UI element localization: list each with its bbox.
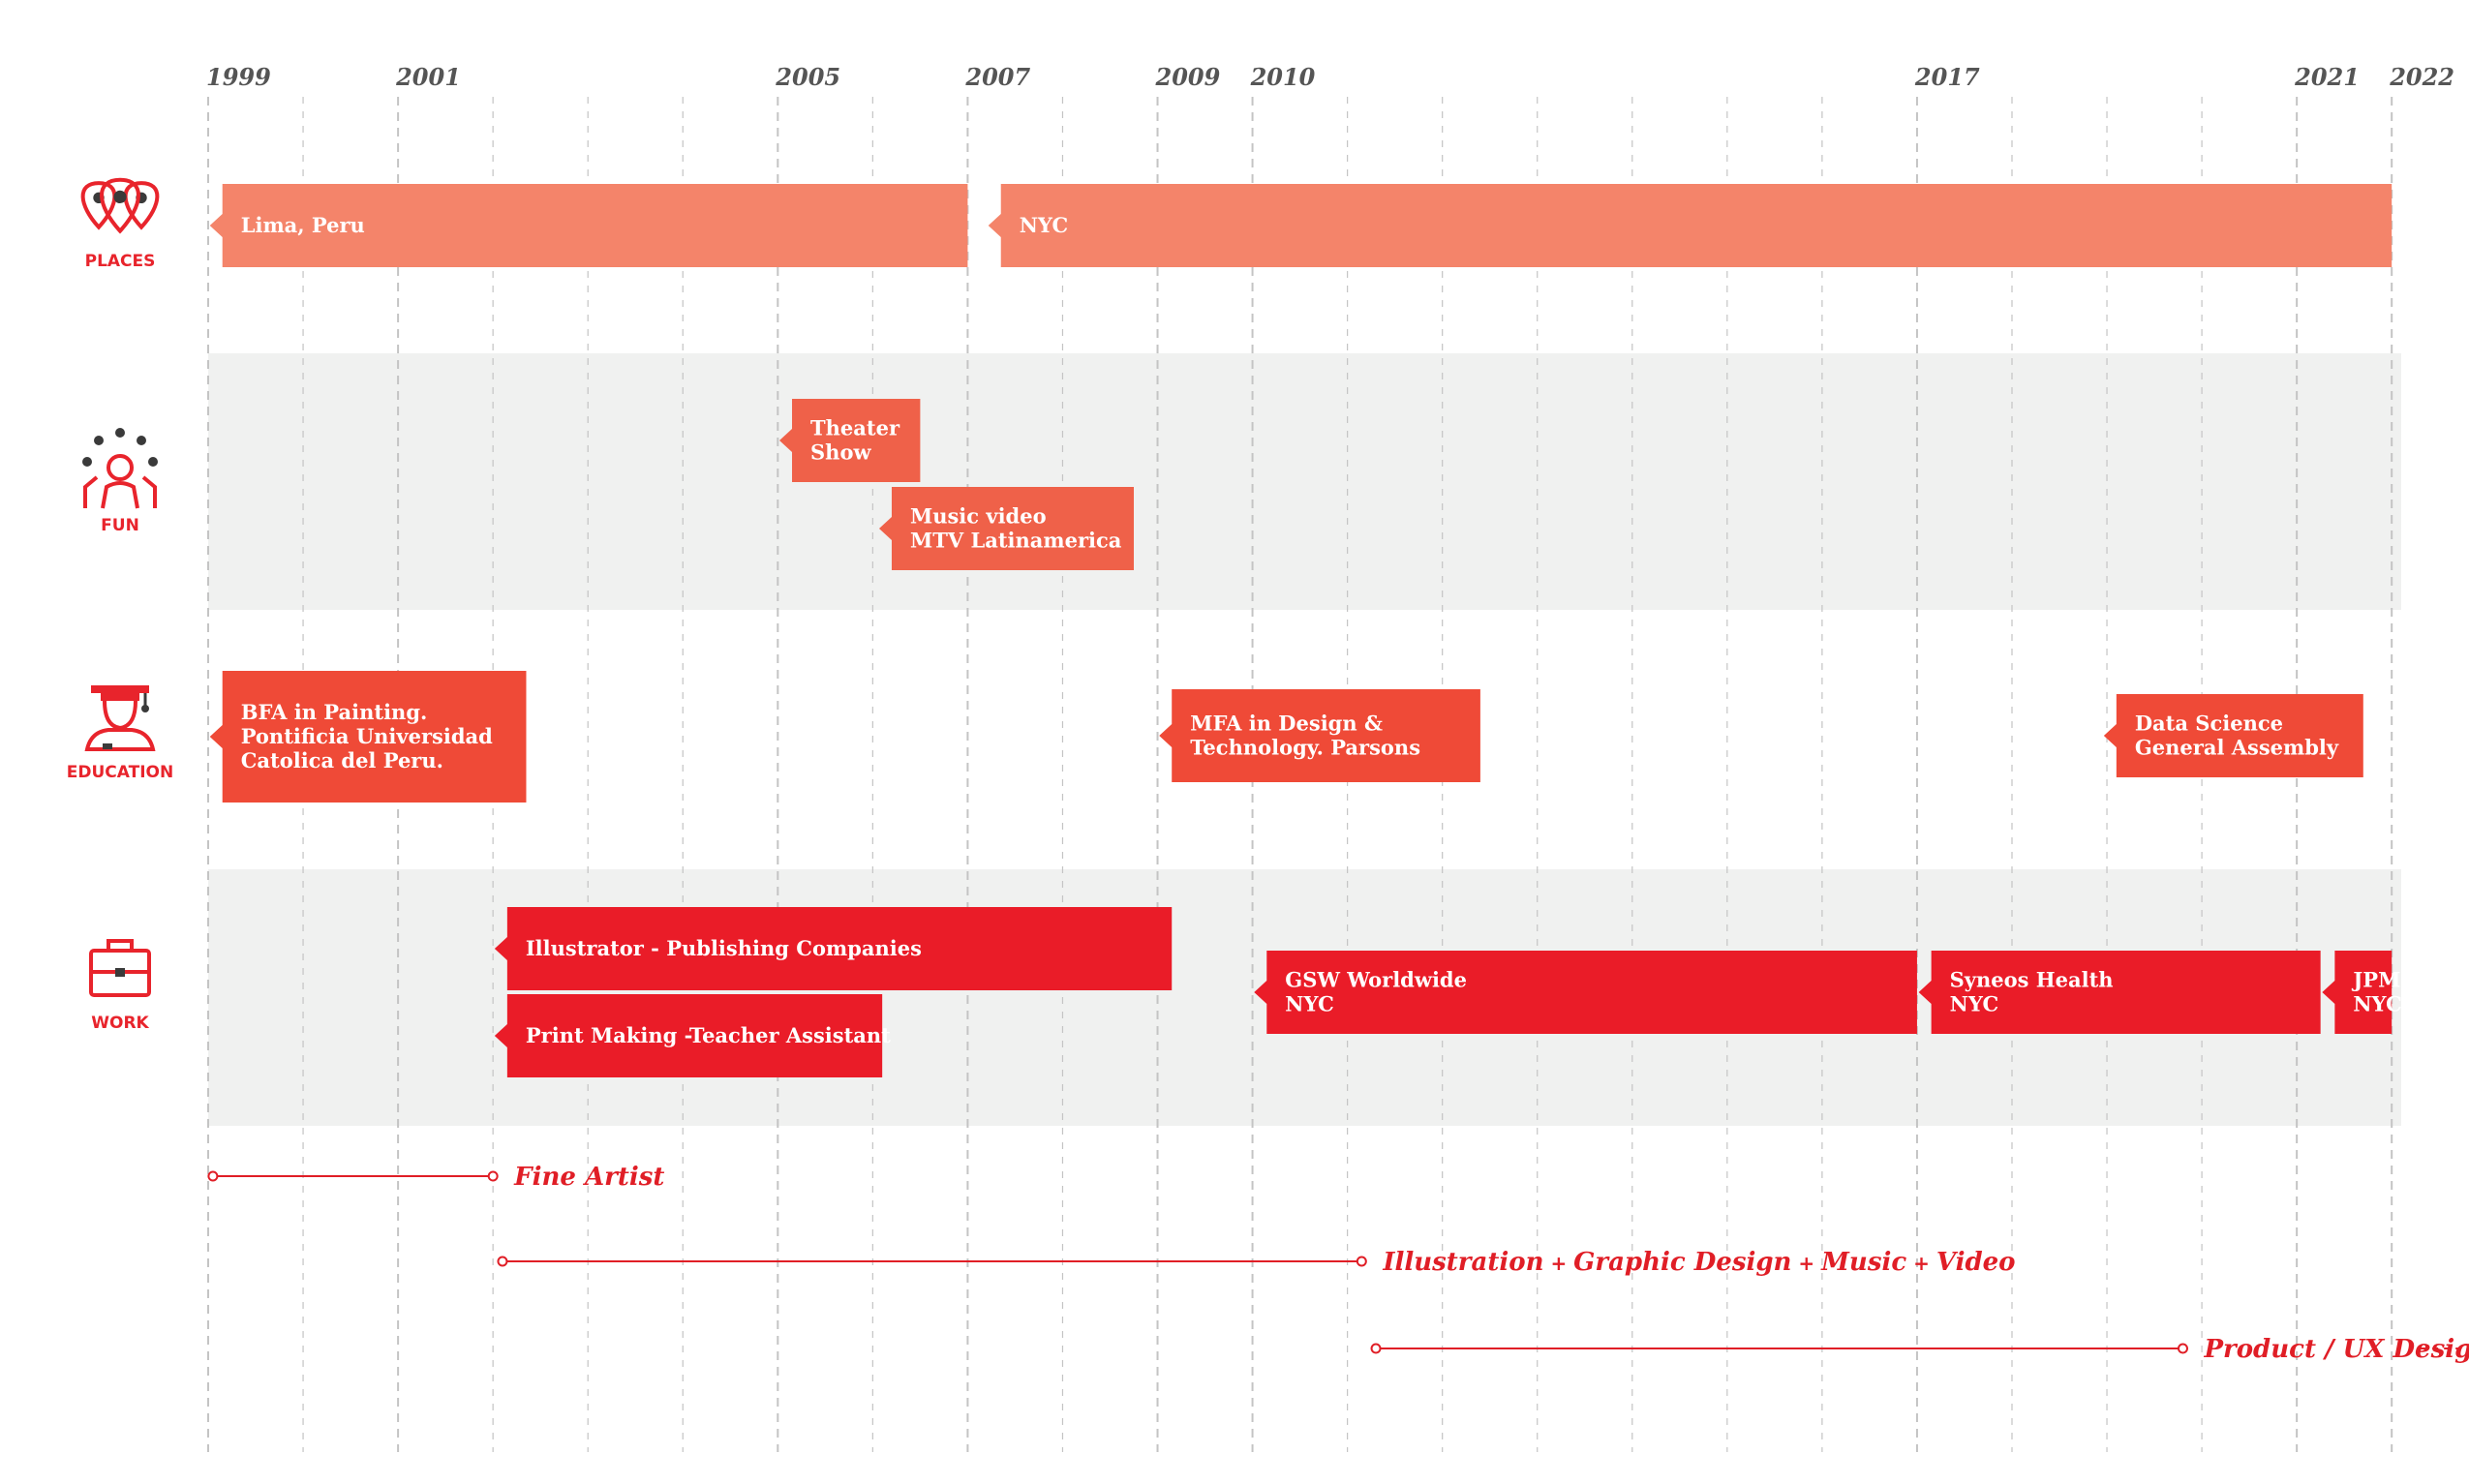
entry-bar: [209, 184, 968, 267]
timeline-entry-education: BFA in Painting.Pontificia UniversidadCa…: [209, 671, 527, 803]
entry-label: NYC: [2353, 992, 2402, 1016]
briefcase-icon: [89, 939, 151, 997]
year-label-1999: 1999: [206, 63, 271, 91]
entry-bar: [988, 184, 2393, 267]
career-part: Music: [1820, 1248, 1906, 1277]
year-label-2009: 2009: [1155, 63, 1221, 91]
career-label: Product / UX Design: [2203, 1335, 2469, 1364]
row-labels: PLACES FUN EDUCATION WORK: [67, 177, 173, 1033]
entry-bar: [209, 671, 527, 803]
row-label-work: WORK: [91, 1014, 149, 1033]
career-part: Illustration: [1382, 1248, 1543, 1277]
entry-label: Lima, Peru: [241, 213, 365, 237]
career-endpoint: [487, 1170, 499, 1182]
entry-label: Theater: [810, 416, 900, 440]
career-label: Illustration + Graphic Design + Music + …: [1382, 1248, 2015, 1277]
entry-label: Illustrator - Publishing Companies: [526, 936, 922, 960]
map-pins-icon: [80, 177, 160, 234]
entry-label: Pontificia Universidad: [241, 724, 493, 748]
entry-label: MFA in Design &: [1190, 712, 1383, 736]
entry-label: Data Science: [2135, 712, 2283, 736]
career-part: Product / UX Design: [2203, 1335, 2469, 1364]
year-label-2001: 2001: [395, 63, 461, 91]
career-label: Fine Artist: [513, 1163, 664, 1192]
row-label-places: PLACES: [85, 252, 156, 271]
career-part: Fine Artist: [513, 1163, 664, 1192]
year-label-2005: 2005: [775, 63, 840, 91]
entry-label: Catolica del Peru.: [241, 748, 443, 772]
entry-bar: [1254, 951, 1917, 1034]
career-phase: Illustration + Graphic Design + Music + …: [497, 1248, 2016, 1277]
year-label-2007: 2007: [964, 63, 1030, 91]
year-label-2017: 2017: [1914, 63, 1980, 91]
entry-bar: [1159, 689, 1480, 782]
career-endpoint: [497, 1256, 508, 1267]
entry-label: Show: [810, 440, 871, 465]
career-endpoint: [1356, 1256, 1367, 1267]
entry-bar: [1918, 951, 2321, 1034]
career-part: Graphic Design: [1573, 1248, 1791, 1277]
entry-label: JPMChase: [2351, 968, 2469, 992]
row-band-fun: [208, 353, 2401, 610]
career-endpoint: [1370, 1343, 1382, 1354]
career-part: Video: [1936, 1248, 2016, 1277]
entry-label: Syneos Health: [1950, 968, 2114, 992]
career-endpoint: [207, 1170, 219, 1182]
entry-label: Technology. Parsons: [1190, 736, 1420, 760]
row-label-fun: FUN: [101, 516, 139, 535]
entry-bar: [2322, 951, 2393, 1034]
career-plus: +: [1543, 1252, 1573, 1275]
career-phase: Product / UX Design: [1370, 1335, 2469, 1364]
year-label-2022: 2022: [2389, 63, 2454, 91]
timeline-entry-work: Print Making -Teacher Assistant: [494, 994, 891, 1077]
career-plus: +: [1906, 1252, 1936, 1275]
entry-bar: [494, 907, 1173, 990]
timeline-entry-places: NYC: [988, 184, 2393, 267]
row-label-education: EDUCATION: [67, 763, 173, 782]
juggler-icon: [82, 428, 158, 509]
entry-label: NYC: [1020, 213, 1069, 237]
year-label-2010: 2010: [1250, 63, 1316, 91]
graduate-icon: [84, 685, 156, 751]
timeline-entry-education: MFA in Design &Technology. Parsons: [1159, 689, 1480, 782]
timeline-entry-places: Lima, Peru: [209, 184, 968, 267]
entry-bar: [494, 994, 883, 1077]
entry-bar: [878, 487, 1135, 570]
entry-label: BFA in Painting.: [241, 700, 428, 724]
year-label-2021: 2021: [2294, 63, 2360, 91]
entry-label: NYC: [1285, 992, 1334, 1016]
entry-label: Print Making -Teacher Assistant: [526, 1023, 891, 1047]
career-plus: +: [1791, 1252, 1821, 1275]
entry-bar: [2103, 694, 2363, 777]
entry-label: MTV Latinamerica: [910, 529, 1122, 553]
year-axis: 1999 2001 2005 2007 2009 2010 2017 2021 2022: [206, 63, 2454, 91]
career-endpoint: [2177, 1343, 2188, 1354]
entry-bar: [779, 399, 921, 482]
entry-label: NYC: [1950, 992, 1999, 1016]
entry-label: GSW Worldwide: [1285, 968, 1467, 992]
entry-label: General Assembly: [2135, 736, 2339, 760]
timeline-entry-work: Illustrator - Publishing Companies: [494, 907, 1173, 990]
entry-label: Music video: [910, 504, 1047, 529]
career-phase: Fine Artist: [207, 1163, 664, 1192]
